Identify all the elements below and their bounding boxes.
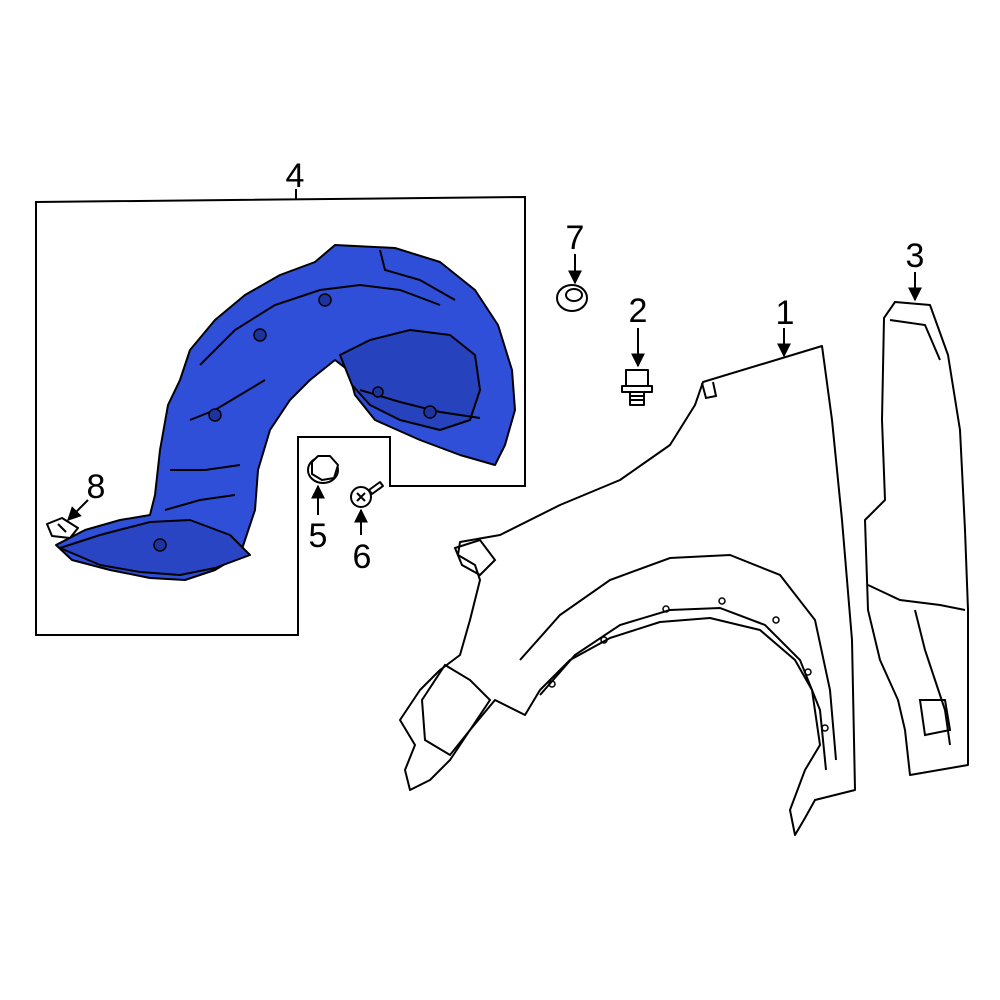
screw xyxy=(350,481,384,508)
callout-8-arrow xyxy=(67,499,89,521)
callout-6: 6 xyxy=(353,538,372,576)
callout-3: 3 xyxy=(906,237,925,275)
front-fender xyxy=(399,345,856,836)
nut-clip xyxy=(46,517,79,539)
callout-7: 7 xyxy=(566,219,585,257)
bolt xyxy=(621,369,653,406)
inner-fender-liner xyxy=(55,244,516,581)
callout-8: 8 xyxy=(87,468,106,506)
clip xyxy=(307,455,339,484)
callout-5: 5 xyxy=(309,517,328,555)
fender-seal xyxy=(864,301,969,776)
callout-2: 2 xyxy=(629,292,648,330)
callout-1: 1 xyxy=(776,294,795,332)
nut xyxy=(556,284,588,312)
callout-4: 4 xyxy=(286,157,305,195)
group-box-4 xyxy=(35,195,526,636)
